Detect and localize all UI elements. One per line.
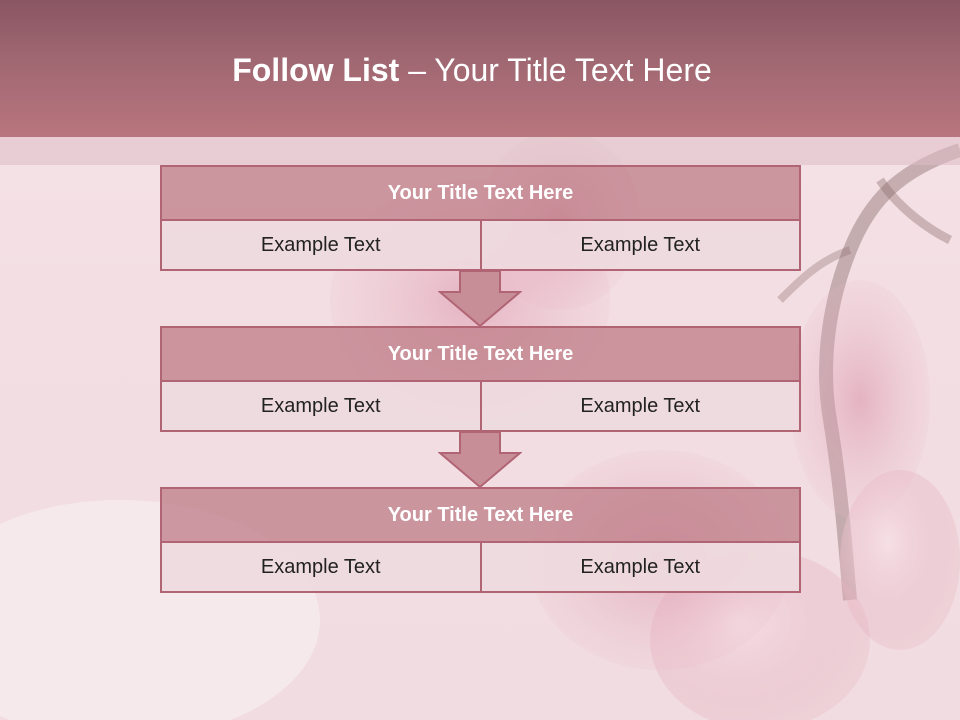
down-arrow-icon [438,270,522,328]
step-block-2: Your Title Text Here Example Text Exampl… [160,326,801,432]
step-block-1: Your Title Text Here Example Text Exampl… [160,165,801,271]
header-band [0,0,960,137]
page-title: Follow List – Your Title Text Here [0,52,944,89]
step-block-3: Your Title Text Here Example Text Exampl… [160,487,801,593]
step-row: Example Text Example Text [160,221,801,271]
step-title: Your Title Text Here [160,326,801,382]
down-arrow-icon [438,431,522,489]
step-cell-right: Example Text [479,221,801,271]
step-row: Example Text Example Text [160,543,801,593]
step-cell-left: Example Text [160,543,482,593]
page-title-bold: Follow List [232,52,400,88]
header-sub-band [0,137,960,165]
step-title: Your Title Text Here [160,487,801,543]
step-cell-left: Example Text [160,382,482,432]
page-title-rest: – Your Title Text Here [399,52,712,88]
step-row: Example Text Example Text [160,382,801,432]
step-cell-left: Example Text [160,221,482,271]
step-cell-right: Example Text [479,382,801,432]
step-title: Your Title Text Here [160,165,801,221]
step-cell-right: Example Text [479,543,801,593]
